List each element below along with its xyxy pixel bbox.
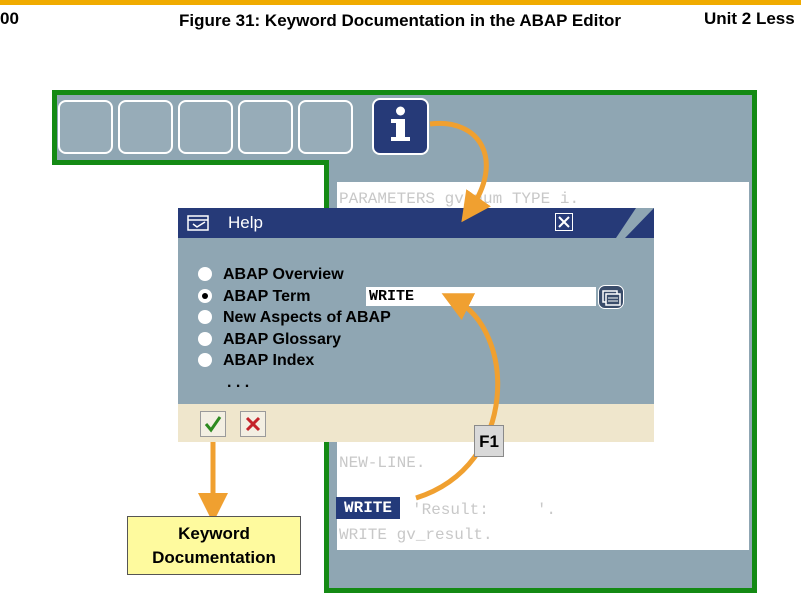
info-icon: [391, 106, 410, 141]
frame-top: [52, 90, 757, 95]
header-left: 00: [0, 9, 19, 28]
figure-title: Figure 31: Keyword Documentation in the …: [178, 11, 622, 30]
info-button[interactable]: [372, 98, 429, 155]
option-abap-term: ABAP Term: [223, 288, 311, 305]
search-help-icon: [602, 290, 621, 306]
close-button[interactable]: [555, 213, 573, 231]
toolbar-button-2[interactable]: [118, 100, 173, 154]
toolbar-button-4[interactable]: [238, 100, 293, 154]
highlighted-keyword[interactable]: WRITE: [336, 497, 400, 519]
more-options: . . .: [227, 374, 250, 391]
header-rule: [0, 0, 801, 5]
radio-abap-term[interactable]: [198, 289, 212, 303]
arrow-write-to-term: [415, 293, 501, 501]
frame-left-upper: [52, 90, 57, 165]
radio-abap-overview[interactable]: [198, 267, 212, 281]
code-line-write-rest: 'Result: '.: [412, 501, 557, 519]
help-dialog-titlebar: [178, 208, 654, 238]
frame-step: [52, 160, 329, 165]
option-new-aspects: New Aspects of ABAP: [223, 309, 391, 326]
option-abap-glossary: ABAP Glossary: [223, 331, 341, 348]
radio-new-aspects[interactable]: [198, 310, 212, 324]
toolbar-button-1[interactable]: [58, 100, 113, 154]
help-dialog-title: Help: [228, 213, 263, 232]
arrow-info-to-help: [429, 120, 491, 223]
cancel-icon: [245, 416, 261, 432]
keyword-documentation-callout: Keyword Documentation: [127, 516, 301, 575]
code-line-newline: NEW-LINE.: [339, 454, 426, 472]
radio-abap-index[interactable]: [198, 353, 212, 367]
frame-bottom: [324, 588, 757, 593]
toolbar-button-3[interactable]: [178, 100, 233, 154]
f1-key: F1: [474, 425, 504, 457]
option-abap-index: ABAP Index: [223, 352, 315, 369]
help-window-icon: [187, 215, 209, 231]
close-icon: [558, 216, 570, 228]
cancel-button[interactable]: [240, 411, 266, 437]
option-abap-overview: ABAP Overview: [223, 266, 344, 283]
checkmark-icon: [204, 416, 222, 433]
toolbar-button-5[interactable]: [298, 100, 353, 154]
confirm-button[interactable]: [200, 411, 226, 437]
header-unit: Unit 2 Less: [704, 9, 795, 28]
frame-right: [752, 90, 757, 593]
term-input[interactable]: WRITE: [366, 287, 596, 306]
radio-abap-glossary[interactable]: [198, 332, 212, 346]
lookup-button[interactable]: [598, 285, 624, 309]
code-line-write-result: WRITE gv_result.: [339, 526, 493, 544]
titlebar-corner: [616, 208, 654, 238]
help-dialog: [178, 208, 654, 442]
